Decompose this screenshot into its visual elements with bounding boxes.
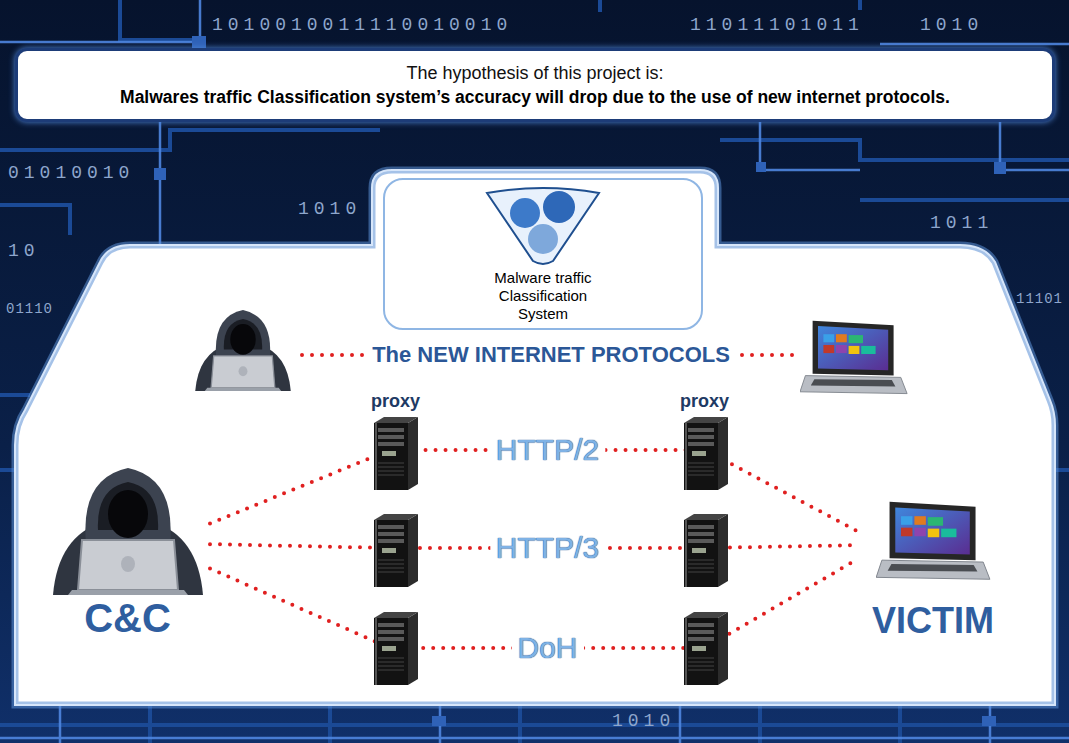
binary-watermark: 1010: [920, 14, 983, 36]
node-title: C&C: [84, 595, 171, 641]
hypothesis-text: Malwares traffic Classification system’s…: [28, 85, 1042, 109]
system-name: Malware traffic Classification System: [473, 269, 613, 323]
binary-watermark: 10: [8, 240, 40, 262]
proxy-label: proxy: [371, 391, 420, 411]
victim-node: VICTIM: [858, 495, 1008, 647]
proxy-server: [684, 612, 728, 685]
protocol-caption: The NEW INTERNET PROTOCOLS: [366, 341, 736, 369]
intro-text: The hypothesis of this project is:: [406, 61, 663, 85]
classifier-box: Malware traffic Classification System: [383, 178, 703, 330]
protocol-label: DoH: [511, 631, 583, 665]
binary-watermark: 11011101011: [690, 14, 864, 36]
laptop-icon: [800, 321, 907, 394]
proxy-server: [684, 514, 728, 587]
binary-watermark: 01110: [6, 300, 53, 318]
proxy-server: [374, 417, 418, 490]
binary-watermark: 01010010: [8, 162, 134, 184]
attacker-figure: [195, 310, 291, 391]
funnel-icon: [483, 185, 603, 267]
binary-watermark: 1011: [930, 212, 993, 234]
hacker-icon: [48, 460, 208, 595]
proxy-label: proxy: [680, 391, 729, 411]
protocol-label: HTTP/3: [490, 531, 605, 565]
proxy-server: [684, 417, 728, 490]
binary-watermark: 1010: [612, 710, 675, 732]
binary-watermark: 1010010011110010010: [212, 14, 512, 36]
laptop-icon: [876, 499, 991, 585]
attacker-node: C&C: [45, 460, 210, 647]
node-title: VICTIM: [872, 599, 994, 643]
binary-watermark: 11101: [1016, 290, 1063, 308]
hypothesis-box: The hypothesis of this project is:Malwar…: [15, 48, 1055, 122]
binary-watermark: 1010: [298, 198, 361, 220]
protocol-label: HTTP/2: [490, 433, 605, 467]
proxy-server: [374, 612, 418, 685]
proxy-server: [374, 514, 418, 587]
